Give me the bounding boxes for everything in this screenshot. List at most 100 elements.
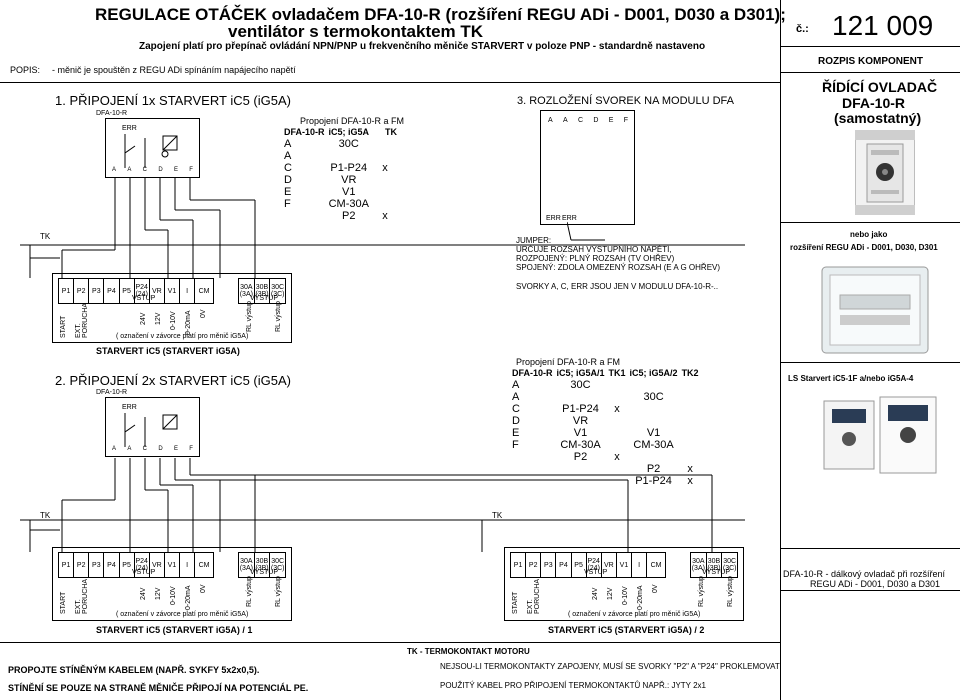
terminal-vr: VR: [602, 553, 617, 577]
inverter2-2-vystup: VÝSTUP: [702, 569, 731, 576]
table-cell: V1: [573, 427, 588, 439]
terminal-f: F: [623, 117, 628, 124]
vlabel-24v: 24V: [140, 312, 147, 325]
section3-dfa-module-layout: [540, 110, 635, 225]
table-cell: [680, 427, 701, 439]
terminal-30a: 30A(3A): [239, 279, 255, 303]
vlabel-0-20ma: 0-20mA: [185, 585, 192, 610]
tk-note-1: NEJSOU-LI TERMOKONTAKTY ZAPOJENY, MUSÍ S…: [440, 662, 780, 671]
terminal-v1: V1: [165, 553, 180, 577]
inverter2-1-caption: STARVERT iC5 (STARVERT iG5A) / 1: [96, 625, 253, 635]
vlabel-start: START: [60, 591, 67, 614]
table-cell: 30C: [570, 379, 591, 391]
inverter1-terminal-strip-input: P1 P2 P3 P4 P5 P24(24) VR V1 I CM: [58, 278, 214, 304]
table-cell: F: [284, 198, 291, 210]
terminal-p3: P3: [89, 553, 105, 577]
section2-connection-table: Propojení DFA-10-R a FM DFA-10-R iC5; iG…: [510, 358, 701, 488]
table-cell: x: [614, 403, 620, 415]
section2-tk2-label: TK: [492, 511, 503, 520]
terminal-30c: 30C(3C): [270, 558, 285, 572]
terminal-p5: P5: [572, 553, 587, 577]
jumper-label: JUMPER:: [516, 236, 552, 245]
terminal-p3: P3: [541, 553, 557, 577]
table-cell: P1-P24: [562, 403, 599, 415]
regu-adi-enclosure-photo: [820, 265, 930, 355]
vlabel-0-20ma: 0-20mA: [637, 585, 644, 610]
table-cell: [680, 379, 701, 391]
tk-title: TK - TERMOKONTAKT MOTORU: [407, 647, 530, 656]
dalkovy-ovladac-2: REGU ADi - D001, D030 a D301: [810, 579, 941, 589]
terminal-d: D: [158, 446, 163, 452]
doc-number: 121 009: [832, 10, 934, 41]
table-cell: E: [284, 186, 292, 198]
terminal-a: A: [112, 167, 117, 173]
dalkovy-ovladac-1: DFA-10-R - dálkový ovladač při rozšíření: [783, 569, 946, 579]
table-cell: VR: [341, 174, 357, 186]
terminal-30c: 30C(3C): [722, 558, 737, 572]
terminal-c: C: [577, 117, 584, 124]
section3-err-1: ERR: [546, 215, 561, 222]
terminal-p5: P5: [120, 279, 135, 303]
vlabel-rl-vystup: RL výstup: [246, 576, 253, 607]
table-cell: 30C: [643, 391, 664, 403]
vlabel-24v: 24V: [592, 587, 599, 600]
vlabel-rl-vystup: RL výstup: [275, 301, 282, 332]
vlabel-start: START: [60, 315, 67, 338]
table-cell: F: [512, 439, 519, 451]
header-tk: TK: [385, 127, 398, 137]
doc-number-label: č.:: [796, 23, 809, 35]
terminal-a: A: [562, 117, 568, 124]
component-divider-1: [780, 222, 960, 223]
tk-note-2: POUŽITÝ KABEL PRO PŘIPOJENÍ TERMOKONTAKT…: [440, 681, 706, 690]
jumper-line-3: SPOJENÝ: ZDOLA OMEZENÝ ROZSAH (E A G OHŘ…: [516, 263, 721, 272]
vlabel-0-10v: 0-10V: [170, 311, 177, 330]
footer-divider: [0, 642, 780, 643]
terminal-i: I: [180, 279, 196, 303]
vlabel-12v: 12V: [155, 312, 162, 325]
section1-dfa-label: DFA-10-R: [96, 110, 128, 117]
terminal-a: A: [112, 446, 117, 452]
inverter1-vstup: VSTUP: [132, 295, 156, 302]
terminal-p2: P2: [74, 553, 90, 577]
table-cell: CM-30A: [560, 439, 601, 451]
doc-number-divider: [780, 46, 960, 47]
inverter1-note: ( označení v závorce platí pro měnič iG5…: [116, 333, 249, 340]
section1-title: 1. PŘIPOJENÍ 1x STARVERT iC5 (iG5A): [55, 93, 291, 108]
table-cell: A: [284, 150, 292, 162]
table-cell: VR: [572, 415, 589, 427]
table-cell: [680, 415, 701, 427]
table-cell: x: [614, 451, 620, 463]
terminal-30a: 30A(3A): [239, 553, 255, 577]
table-cell: [371, 138, 399, 150]
section2-err-label: ERR: [122, 404, 137, 411]
header-tk2: TK2: [681, 368, 699, 378]
terminal-v1: V1: [617, 553, 632, 577]
table-cell: [680, 403, 701, 415]
inverter2-2-note: ( označení v závorce platí pro měnič iG5…: [568, 611, 701, 618]
vlabel-0-20ma: 0-20mA: [185, 310, 192, 335]
section1-err-label: ERR: [122, 125, 137, 132]
page-title-line1: REGULACE OTÁČEK ovladačem DFA-10-R (rozš…: [95, 5, 786, 24]
table-cell: P1-P24: [330, 162, 368, 174]
header-inv2: iC5; iG5A/2: [629, 368, 678, 378]
table-cell: [607, 427, 628, 439]
section2-wiring: [20, 458, 745, 552]
table-cell: D: [284, 174, 292, 186]
inverter1-vystup: VÝSTUP: [250, 295, 279, 302]
terminal-cm: CM: [650, 561, 662, 569]
terminal-v1: V1: [165, 279, 180, 303]
component-divider-3: [780, 548, 960, 549]
terminal-30b: 30B(3B): [255, 553, 271, 577]
section1-table-title: Propojení DFA-10-R a FM: [300, 116, 405, 126]
inverter1-frame: [52, 273, 292, 343]
jumper-pointer-line: [567, 221, 605, 241]
section2-dfa-terminals: A A C D E F: [112, 446, 193, 452]
page-title-line2: ventilátor s termokontaktem TK: [228, 22, 484, 41]
inverter2-2-vstup: VSTUP: [584, 569, 608, 576]
terminal-a: A: [127, 446, 132, 452]
table-cell: [555, 391, 607, 403]
table-cell: [607, 379, 628, 391]
inverter2-1-terminal-strip-input: P1 P2 P3 P4 P5 P24(24) VR V1 I CM: [58, 552, 214, 578]
component-title-1: ŘÍDÍCÍ OVLADAČ: [822, 79, 938, 95]
vlabel-0-10v: 0-10V: [622, 586, 629, 605]
